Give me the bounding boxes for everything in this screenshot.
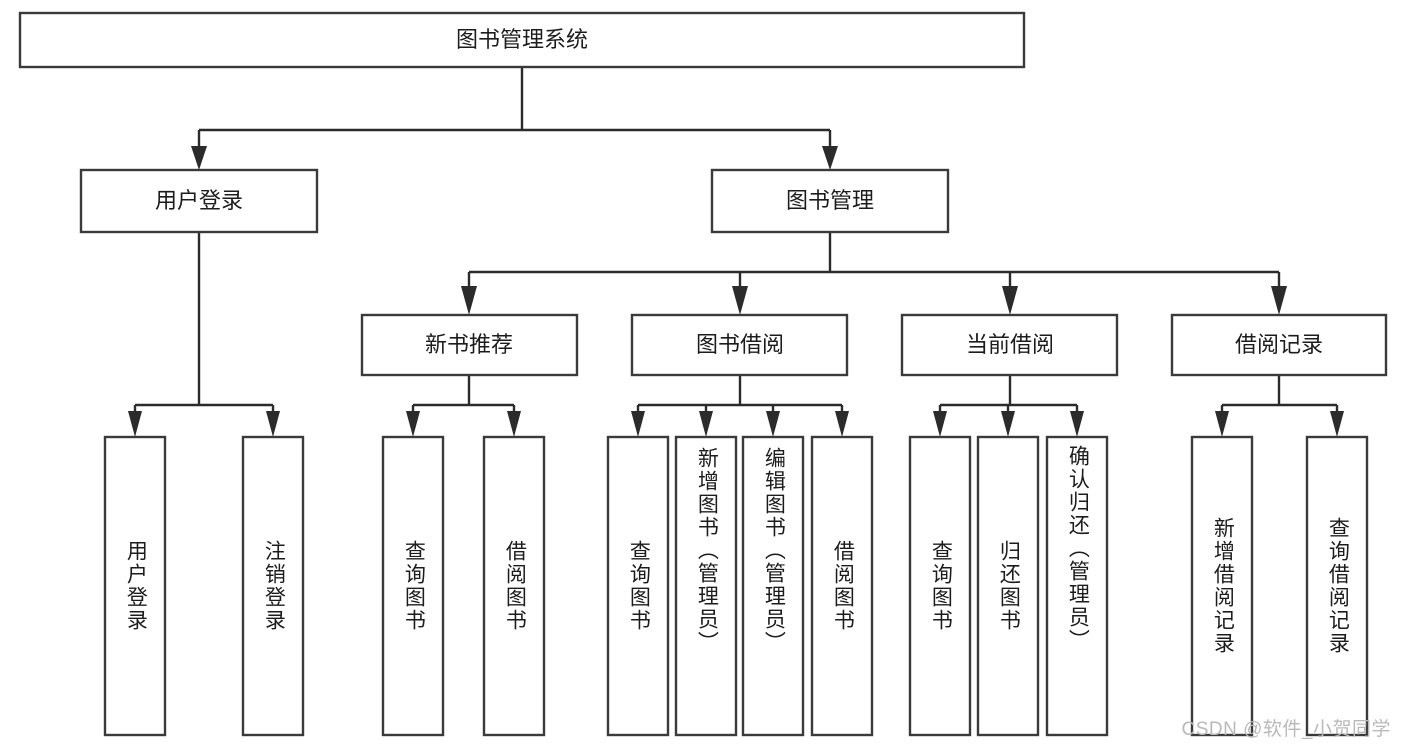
node-new-book-recommend-box[interactable] [360, 313, 579, 377]
connector-bookmanage-to-level3 [461, 232, 1287, 315]
arrow-head-leaf-query-record [1330, 411, 1344, 437]
node-current-borrow[interactable]: 当前借阅 [900, 313, 1119, 377]
node-leaf-borrow-book-rec-box[interactable] [482, 435, 546, 737]
arrow-head-leaf-logout [266, 411, 280, 437]
connector-borrowrecord-to-leaves [1215, 375, 1344, 437]
arrow-head-leaf-query-book-cur [933, 411, 947, 437]
arrow-head-leaf-query-book-rec [406, 411, 420, 437]
arrow-head-leaf-add-record [1215, 411, 1229, 437]
arrow-head-book-manage [822, 146, 838, 170]
arrow-head-leaf-query-book-borrow [631, 411, 645, 437]
arrow-head-leaf-edit-book [766, 411, 780, 437]
node-leaf-add-record-box[interactable] [1190, 435, 1254, 737]
node-user-login[interactable]: 用户登录 [79, 168, 319, 234]
node-book-manage-label: 图书管理 [786, 188, 874, 213]
node-book-borrow-label: 图书借阅 [696, 332, 784, 357]
node-book-manage-box[interactable] [710, 168, 950, 234]
arrow-head-leaf-return-book [1001, 411, 1015, 437]
node-book-borrow-box[interactable] [630, 313, 849, 377]
node-leaf-confirm-return-box[interactable] [1045, 435, 1109, 737]
connector-bookborrow-to-leaves [631, 375, 849, 437]
node-leaf-add-book-box[interactable] [674, 435, 738, 737]
arrow-head-leaf-confirm-return [1070, 411, 1084, 437]
arrow-head-user-login [191, 146, 207, 170]
node-current-borrow-box[interactable] [900, 313, 1119, 377]
node-borrow-record[interactable]: 借阅记录 [1170, 313, 1388, 377]
connector-currentborrow-to-leaves [933, 375, 1084, 437]
node-leaf-return-book-box[interactable] [976, 435, 1040, 737]
csdn-watermark: CSDN @软件_小贺同学 [1181, 719, 1391, 740]
node-leaf-edit-book-box[interactable] [741, 435, 805, 737]
arrow-head-leaf-add-book [699, 411, 713, 437]
node-new-book-recommend-label: 新书推荐 [425, 332, 513, 357]
arrow-head-new-book [461, 286, 477, 315]
node-root-label: 图书管理系统 [456, 27, 588, 52]
node-user-login-label: 用户登录 [155, 188, 243, 213]
node-book-manage[interactable]: 图书管理 [710, 168, 950, 234]
node-leaf-query-book-cur-box[interactable] [908, 435, 972, 737]
node-current-borrow-label: 当前借阅 [966, 332, 1054, 357]
arrow-head-leaf-borrow-book [835, 411, 849, 437]
node-borrow-record-label: 借阅记录 [1235, 332, 1323, 357]
node-new-book-recommend[interactable]: 新书推荐 [360, 313, 579, 377]
node-leaf-query-record-box[interactable] [1305, 435, 1369, 737]
arrow-head-borrow-record [1271, 286, 1287, 315]
arrow-head-book-borrow [732, 286, 748, 315]
node-leaf-logout-login-box[interactable] [241, 435, 305, 737]
arrow-head-leaf-borrow-book-rec [507, 411, 521, 437]
node-leaf-borrow-book-box[interactable] [810, 435, 874, 737]
connector-root-to-level2 [191, 67, 838, 170]
arrow-head-current-borrow [1002, 286, 1018, 315]
node-book-borrow[interactable]: 图书借阅 [630, 313, 849, 377]
node-borrow-record-box[interactable] [1170, 313, 1388, 377]
node-root[interactable]: 图书管理系统 [18, 11, 1026, 69]
node-root-box[interactable] [18, 11, 1026, 69]
connector-newbook-to-leaves [406, 375, 521, 437]
connector-userlogin-to-leaves [128, 232, 280, 437]
node-user-login-box[interactable] [79, 168, 319, 234]
arrow-head-leaf-user-login [128, 411, 142, 437]
node-leaf-query-book-borrow-box[interactable] [606, 435, 670, 737]
node-leaf-query-book-rec-box[interactable] [381, 435, 445, 737]
node-leaf-user-login-box[interactable] [103, 435, 167, 737]
